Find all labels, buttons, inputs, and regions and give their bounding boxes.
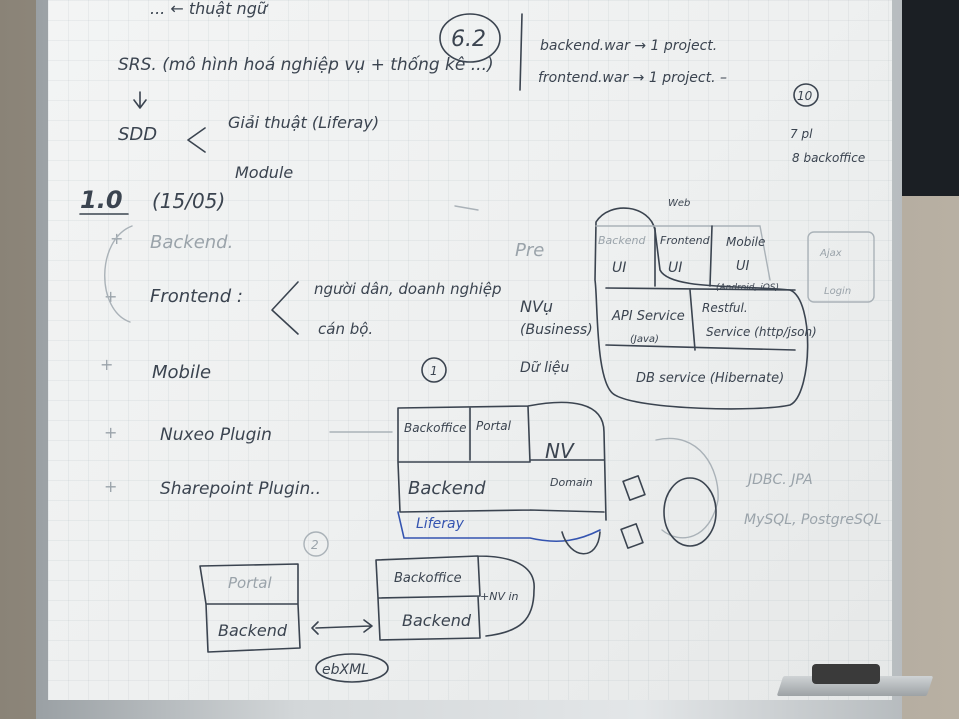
cell-restful: Restful. (702, 301, 748, 315)
svg-text:UI: UI (612, 260, 626, 276)
d2-portal: Portal (228, 574, 272, 592)
eraser (812, 664, 880, 684)
list-item-mobile: Mobile (152, 362, 211, 383)
diagram2-label: 2 (311, 538, 319, 552)
tv-screen (900, 0, 959, 196)
side-ajax: Ajax (819, 248, 842, 259)
d1-liferay: Liferay (416, 516, 465, 532)
note-srs: SRS. (mô hình hoá nghiệp vụ + thống kê .… (118, 54, 494, 75)
note-sdd-item2: Module (235, 163, 293, 182)
d1-backend: Backend (408, 478, 486, 499)
list-item-backend: Backend. (150, 232, 233, 253)
list-item-nuxeo: Nuxeo Plugin (160, 425, 272, 445)
svg-text:(Android, iOS): (Android, iOS) (716, 283, 779, 293)
d2-backoffice: Backoffice (394, 571, 462, 586)
d1-backoffice: Backoffice (404, 421, 466, 435)
version-date: (15/05) (152, 189, 225, 213)
svg-text:+: + (104, 477, 117, 496)
d1-domain: Domain (550, 476, 593, 489)
svg-text:(Java): (Java) (630, 334, 659, 345)
note-sdd: SDD (118, 124, 157, 145)
svg-text:UI: UI (736, 259, 750, 274)
d2-nv: +NV in (480, 590, 519, 603)
d2-backend2: Backend (402, 611, 472, 630)
d1-portal: Portal (476, 419, 512, 433)
db-note2: MySQL, PostgreSQL (744, 512, 882, 528)
svg-text:+: + (100, 355, 113, 374)
frontend-note1: người dân, doanh nghiệp (314, 280, 502, 298)
svg-text:UI: UI (668, 260, 682, 276)
label-pre: Pre (515, 240, 544, 261)
cell-backend-ui: Backend (598, 234, 646, 247)
whiteboard-surface (48, 0, 892, 700)
d2-ebxml: ebXML (322, 662, 369, 678)
war-backend: backend.war → 1 project. (540, 38, 717, 54)
cell-api-service: API Service (611, 309, 685, 324)
label-business: (Business) (520, 322, 593, 338)
cell-db-service: DB service (Hibernate) (636, 371, 784, 386)
d2-backend: Backend (218, 621, 288, 640)
svg-text:+: + (104, 423, 117, 442)
svg-text:Frontend: Frontend (660, 234, 711, 247)
label-dlieu: Dữ liệu (520, 360, 569, 376)
list-item-sharepoint: Sharepoint Plugin.. (160, 479, 321, 499)
war-frontend: frontend.war → 1 project. – (538, 70, 727, 86)
db-note1: JDBC. JPA (745, 472, 813, 488)
note-sdd-item1: Giải thuật (Liferay) (228, 113, 379, 132)
label-web: Web (668, 198, 690, 209)
version-label: 1.0 (80, 186, 123, 214)
note-7pl: 7 pl (790, 127, 813, 141)
svg-text:+: + (104, 287, 117, 306)
side-login: Login (824, 286, 851, 297)
note-terms: ... ← thuật ngữ (150, 0, 269, 18)
d1-nv: NV (545, 439, 575, 463)
svg-text:Service (http/json): Service (http/json) (706, 325, 817, 339)
note-backoffice: 8 backoffice (792, 151, 865, 165)
circle-ten: 10 (797, 89, 813, 103)
label-nvu: NVụ (520, 297, 553, 316)
list-item-frontend: Frontend : (150, 286, 243, 307)
diagram1-label: 1 (430, 364, 438, 378)
section-number: 6.2 (451, 27, 486, 52)
svg-text:Mobile: Mobile (726, 235, 765, 249)
frontend-note2: cán bộ. (318, 320, 373, 338)
